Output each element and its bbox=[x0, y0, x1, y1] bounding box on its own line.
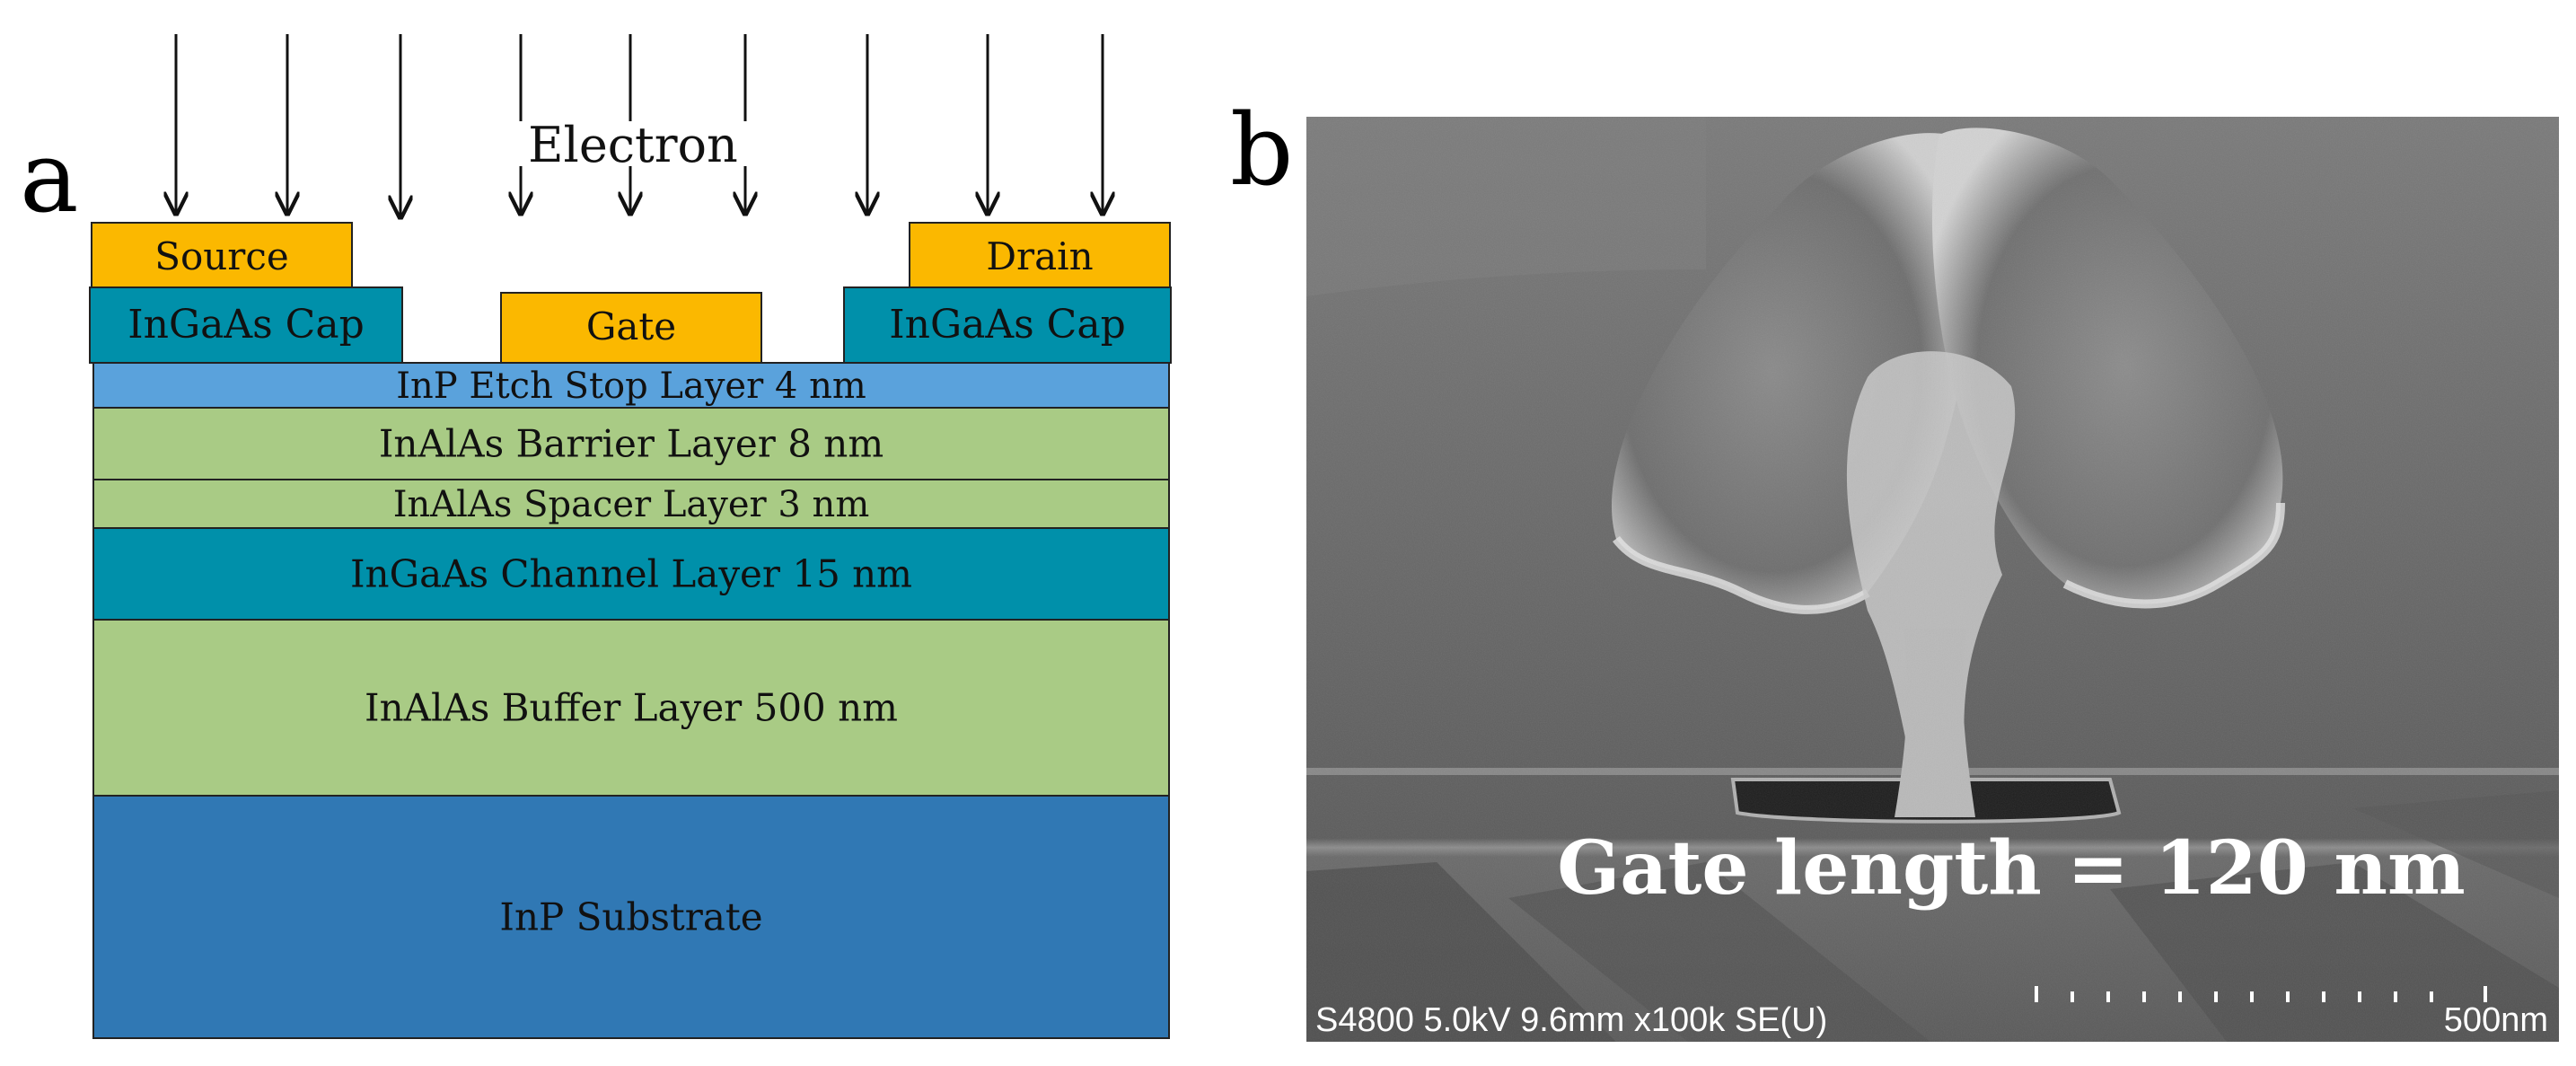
sem-micrograph: Gate length = 120 nm S4800 5.0kV 9.6mm x… bbox=[1306, 117, 2559, 1042]
source-contact bbox=[91, 222, 353, 288]
electron-label: Electron bbox=[528, 117, 738, 173]
gate-length-caption: Gate length = 120 nm bbox=[1557, 825, 2465, 912]
panel-b-label: b bbox=[1230, 93, 1293, 207]
drain-label: Drain bbox=[986, 234, 1093, 278]
layer-label-1: InAlAs Barrier Layer 8 nm bbox=[379, 422, 884, 466]
panel-b-sem-image: b bbox=[1230, 93, 2559, 1042]
drain-contact bbox=[909, 222, 1171, 288]
cap-left bbox=[89, 286, 403, 364]
layer-3 bbox=[92, 527, 1170, 621]
layer-label-4: InAlAs Buffer Layer 500 nm bbox=[365, 686, 898, 730]
layer-2 bbox=[92, 479, 1170, 529]
layer-label-5: InP Substrate bbox=[499, 895, 762, 939]
layer-1 bbox=[92, 407, 1170, 480]
scale-bar bbox=[2035, 986, 2487, 1002]
layer-label-2: InAlAs Spacer Layer 3 nm bbox=[393, 484, 870, 525]
layer-label-0: InP Etch Stop Layer 4 nm bbox=[396, 366, 866, 407]
panel-a-label: a bbox=[20, 119, 79, 234]
layer-4 bbox=[92, 619, 1170, 797]
cap-right-label: InGaAs Cap bbox=[889, 302, 1126, 348]
electron-arrows bbox=[176, 34, 1103, 217]
cap-left-label: InGaAs Cap bbox=[127, 302, 365, 348]
scale-bar-label: 500nm bbox=[2444, 1001, 2548, 1039]
source-label: Source bbox=[154, 234, 289, 278]
cap-right bbox=[843, 286, 1172, 364]
layer-5 bbox=[92, 795, 1170, 1039]
layer-stack: InP Etch Stop Layer 4 nm InAlAs Barrier L… bbox=[92, 362, 1170, 1039]
gate-label: Gate bbox=[586, 304, 676, 348]
layer-label-3: InGaAs Channel Layer 15 nm bbox=[350, 552, 912, 596]
panel-a-layer-diagram: a Electron Source Drain InGaAs Cap InGaA… bbox=[20, 34, 1172, 1039]
sem-info-text: S4800 5.0kV 9.6mm x100k SE(U) bbox=[1315, 1001, 1827, 1039]
